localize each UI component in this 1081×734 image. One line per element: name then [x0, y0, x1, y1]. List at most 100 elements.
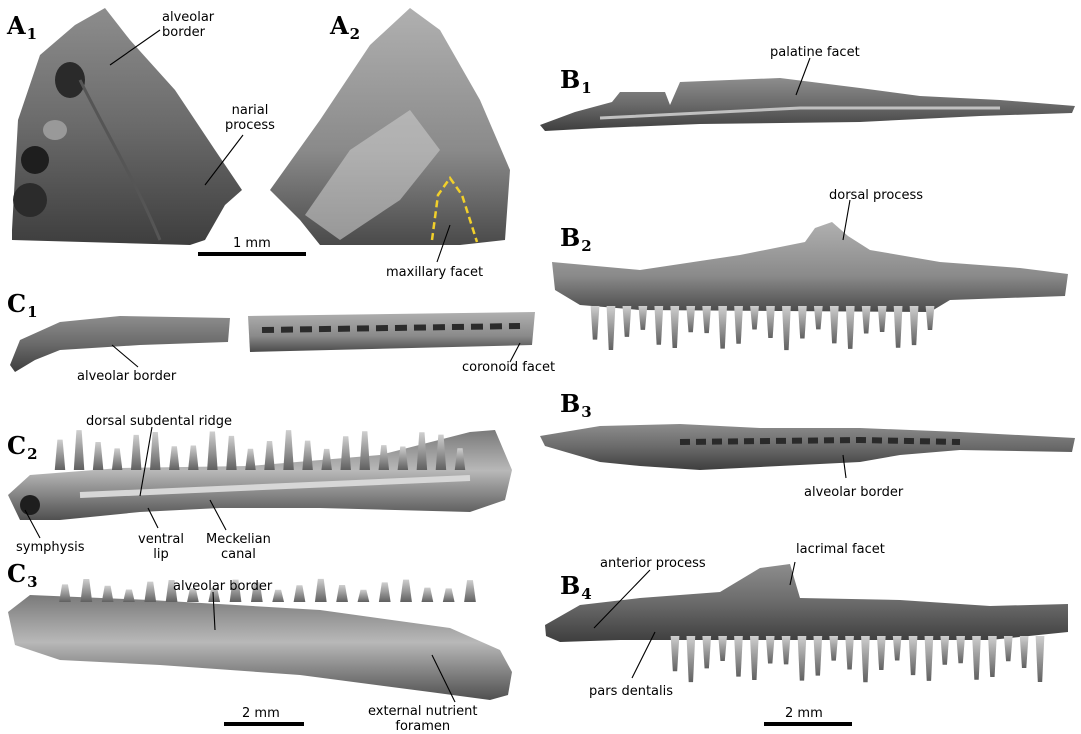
tooth	[378, 582, 391, 602]
tooth	[654, 306, 664, 345]
tooth	[421, 587, 434, 602]
scale-bar-c	[224, 722, 304, 726]
panel-label-b2: B2	[560, 223, 592, 255]
annotation-external-nutrient-foramen: external nutrient foramen	[368, 704, 478, 734]
tooth	[972, 636, 981, 680]
tooth	[797, 636, 807, 681]
tooth	[264, 441, 275, 470]
annotation-narial-process: narial process	[225, 103, 275, 133]
annotation-ventral-lip: ventral lip	[138, 532, 184, 562]
tooth	[908, 636, 918, 676]
tooth	[686, 636, 696, 683]
panel-label-c3: C3	[7, 559, 38, 591]
tooth	[464, 580, 476, 602]
tooth	[877, 306, 887, 332]
annotation-alveolar-border-a1: alveolar border	[162, 10, 215, 40]
leader-lines	[24, 29, 851, 703]
tooth	[150, 432, 161, 470]
scale-bar-a	[198, 252, 306, 256]
tooth	[321, 448, 332, 470]
tooth	[813, 306, 823, 330]
tooth	[454, 448, 466, 470]
annotation-coronoid-facet: coronoid facet	[462, 360, 556, 375]
tooth	[925, 306, 935, 331]
tooth	[226, 435, 237, 470]
tooth	[400, 579, 412, 602]
annotation-lacrimal-facet: lacrimal facet	[796, 542, 885, 557]
tooth	[781, 636, 791, 665]
specimen-b1	[540, 78, 1075, 131]
annotation-alveolar-border-b3: alveolar border	[804, 485, 904, 500]
tooth	[702, 306, 712, 334]
annotation-pars-dentalis: pars dentalis	[589, 684, 674, 699]
tooth	[54, 439, 66, 470]
tooth	[638, 306, 648, 330]
specimen-a1	[12, 8, 242, 245]
tooth	[861, 306, 871, 334]
specimen-a2	[270, 8, 510, 245]
tooth	[670, 306, 680, 348]
tooth	[797, 306, 807, 339]
tooth	[924, 636, 934, 681]
tooth	[169, 446, 180, 470]
tooth	[302, 440, 313, 470]
tooth	[111, 448, 123, 470]
tooth	[845, 636, 854, 670]
tooth	[670, 636, 680, 672]
tooth	[130, 434, 142, 470]
tooth	[272, 589, 285, 602]
tooth	[686, 306, 696, 333]
panel-label-b1: B1	[560, 65, 592, 97]
tooth	[766, 306, 775, 339]
specimen-c2	[8, 430, 512, 520]
tooth	[314, 578, 327, 602]
tooth	[1003, 636, 1013, 662]
specimen-b2	[552, 222, 1068, 351]
tooth	[876, 636, 886, 671]
tooth	[622, 306, 632, 337]
tooth	[813, 636, 823, 676]
tooth	[442, 588, 455, 602]
tooth	[606, 306, 616, 351]
annotation-anterior-process: anterior process	[600, 556, 706, 571]
tooth	[893, 306, 903, 348]
tooth	[293, 585, 306, 602]
tooth	[734, 306, 743, 344]
tooth	[940, 636, 950, 665]
tooth	[702, 636, 712, 669]
tooth	[718, 636, 727, 662]
tooth	[208, 587, 221, 602]
tooth	[187, 588, 199, 602]
tooth	[165, 580, 178, 602]
tooth	[829, 636, 839, 661]
tooth	[80, 578, 93, 602]
annotation-dorsal-process: dorsal process	[829, 188, 923, 203]
tooth	[283, 430, 294, 470]
tooth	[749, 636, 759, 680]
annotation-meckelian-canal: Meckelian canal	[206, 532, 271, 562]
panel-label-c2: C2	[7, 431, 38, 463]
tooth	[956, 636, 966, 664]
tooth	[144, 581, 157, 602]
tooth	[378, 445, 390, 470]
tooth	[845, 306, 855, 349]
specimen-c1	[10, 312, 535, 372]
annotation-alveolar-border-c3: alveolar border	[173, 579, 273, 594]
tooth	[988, 636, 997, 678]
tooth	[207, 431, 218, 470]
tooth	[245, 448, 256, 470]
tooth	[734, 636, 743, 677]
tooth	[250, 582, 263, 602]
scale-label-c: 2 mm	[242, 706, 280, 721]
tooth	[1035, 636, 1045, 683]
tooth	[892, 636, 902, 661]
tooth	[829, 306, 839, 344]
tooth	[416, 432, 428, 470]
annotation-dorsal-subdental-ridge: dorsal subdental ridge	[86, 414, 233, 429]
tooth	[336, 584, 348, 602]
specimen-c3	[8, 578, 512, 700]
tooth	[861, 636, 870, 683]
tooth	[229, 579, 242, 602]
panel-label-c1: C1	[7, 289, 38, 321]
